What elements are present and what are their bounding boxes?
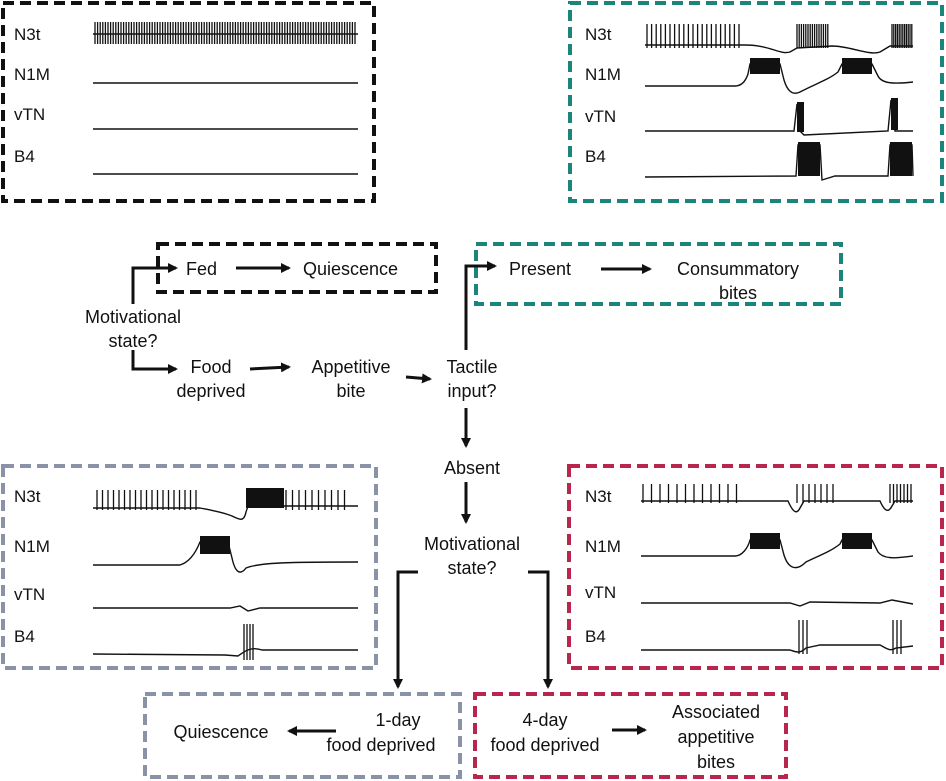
trace-present-n1m-burst-1 — [750, 58, 780, 74]
trace-one-day-n1m-burst — [200, 536, 230, 554]
appetitive-bite-line1: Appetitive — [311, 357, 390, 377]
associated-bites-line3: bites — [697, 752, 735, 772]
trace-one-day-vtn — [93, 605, 358, 612]
appetitive-bite-line2: bite — [336, 381, 365, 401]
trace-label-n1m: N1M — [585, 537, 621, 556]
absent-label: Absent — [444, 458, 500, 478]
trace-one-day-n3t — [93, 505, 358, 520]
trace-fed-n3t-spikes — [94, 22, 356, 44]
one-day-line2: food deprived — [326, 735, 435, 755]
trace-label-b4: B4 — [14, 147, 35, 166]
panel-four-day-labels: N3t N1M vTN B4 — [585, 487, 621, 646]
quiescence-top-label: Quiescence — [303, 259, 398, 279]
associated-bites-line2: appetitive — [677, 727, 754, 747]
arrow-tactile-present — [464, 261, 497, 350]
flow-text: Fed Quiescence Motivational state? Food … — [85, 259, 799, 772]
four-day-line2: food deprived — [490, 735, 599, 755]
one-day-box — [143, 692, 462, 779]
trace-present-vtn — [645, 99, 913, 136]
panel-fed-box — [1, 1, 376, 203]
panel-present-traces — [644, 24, 914, 181]
trace-four-day-vtn — [641, 599, 914, 607]
trace-present-n3t — [645, 44, 913, 54]
trace-present-n1m — [645, 63, 914, 94]
panel-fed-labels: N3t N1M vTN B4 — [14, 25, 50, 166]
trace-label-n3t: N3t — [585, 487, 612, 506]
four-day-line1: 4-day — [522, 710, 567, 730]
motivational-state-2-line1: Motivational — [424, 534, 520, 554]
trace-label-b4: B4 — [585, 147, 606, 166]
trace-label-vtn: vTN — [585, 107, 616, 126]
trace-present-b4-burst-1 — [798, 142, 820, 176]
fed-quiescence-box — [156, 242, 438, 294]
trace-four-day-n3t — [641, 500, 913, 513]
arrow-to-fed — [131, 263, 178, 304]
trace-label-n3t: N3t — [14, 25, 41, 44]
trace-one-day-n3t-spikes — [96, 490, 346, 510]
trace-label-n1m: N1M — [14, 65, 50, 84]
trace-four-day-b4-spikes — [798, 620, 902, 654]
trace-label-b4: B4 — [585, 627, 606, 646]
trace-label-b4: B4 — [14, 627, 35, 646]
trace-label-n1m: N1M — [14, 537, 50, 556]
flow-arrows — [131, 261, 652, 736]
quiescence-bottom-label: Quiescence — [173, 722, 268, 742]
arrow-appetitive-tactile — [405, 373, 432, 384]
trace-one-day-b4 — [92, 647, 358, 657]
panel-one-day-traces — [92, 488, 359, 660]
consummatory-bites-line2: bites — [719, 283, 757, 303]
trace-four-day-n1m-burst-2 — [842, 533, 872, 549]
tactile-input-line2: input? — [447, 381, 496, 401]
trace-one-day-n3t-burst — [246, 488, 284, 508]
panel-fed-traces — [93, 22, 358, 175]
trace-label-vtn: vTN — [14, 105, 45, 124]
present-label: Present — [509, 259, 571, 279]
panel-one-day-labels: N3t N1M vTN B4 — [14, 487, 50, 646]
trace-one-day-b4-spikes — [243, 624, 254, 660]
trace-label-n3t: N3t — [14, 487, 41, 506]
four-day-box — [473, 692, 788, 779]
food-deprived-line2: deprived — [176, 381, 245, 401]
consummatory-bites-line1: Consummatory — [677, 259, 799, 279]
trace-label-n1m: N1M — [585, 65, 621, 84]
trace-label-n3t: N3t — [585, 25, 612, 44]
trace-four-day-n3t-spikes — [642, 484, 912, 503]
arrow-to-one-day — [393, 570, 418, 689]
trace-one-day-n1m — [93, 541, 359, 573]
arrow-food-appetitive — [249, 362, 291, 373]
tactile-input-line1: Tactile — [446, 357, 497, 377]
panel-present-box — [568, 1, 944, 203]
panel-four-day-box — [567, 464, 944, 670]
food-deprived-line1: Food — [190, 357, 231, 377]
trace-present-vtn-burst-1 — [797, 102, 804, 132]
trace-label-vtn: vTN — [14, 585, 45, 604]
panel-one-day-box — [1, 464, 378, 670]
one-day-line1: 1-day — [375, 710, 420, 730]
trace-present-b4-burst-2 — [890, 142, 912, 176]
motivational-state-2-line2: state? — [447, 558, 496, 578]
fed-label: Fed — [186, 259, 217, 279]
trace-present-n1m-burst-2 — [842, 58, 872, 74]
trace-present-vtn-burst-2 — [891, 98, 898, 130]
present-consummatory-box — [474, 242, 843, 306]
arrow-to-four-day — [528, 570, 553, 689]
trace-label-vtn: vTN — [585, 583, 616, 602]
motivational-state-1-line2: state? — [108, 331, 157, 351]
arrow-to-food-deprived — [131, 350, 178, 374]
associated-bites-line1: Associated — [672, 702, 760, 722]
panel-present-labels: N3t N1M vTN B4 — [585, 25, 621, 166]
motivational-state-1-line1: Motivational — [85, 307, 181, 327]
trace-present-b4 — [644, 144, 914, 181]
trace-four-day-b4 — [641, 644, 914, 653]
trace-four-day-n1m — [641, 539, 914, 569]
trace-present-n3t-spikes — [646, 24, 913, 48]
trace-four-day-n1m-burst-1 — [750, 533, 780, 549]
panel-four-day-traces — [641, 484, 914, 654]
